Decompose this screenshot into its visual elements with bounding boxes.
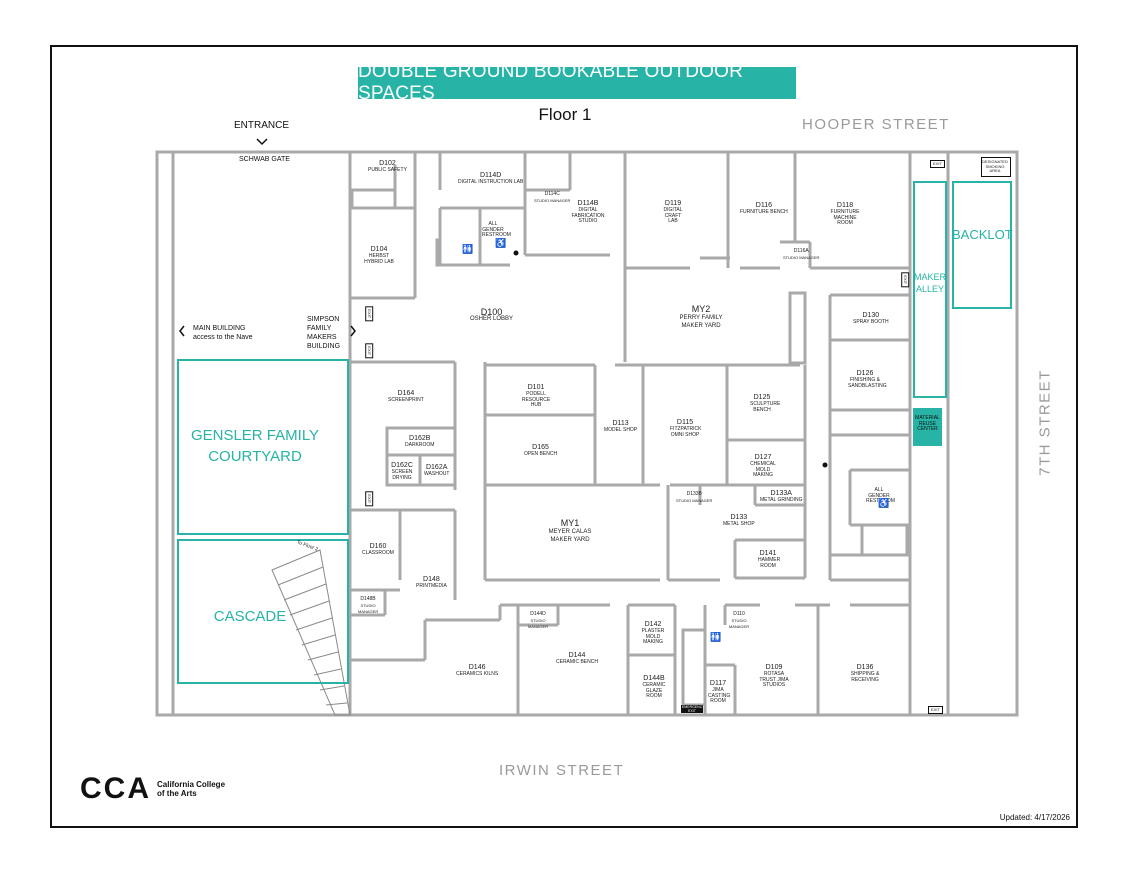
stairs — [788, 291, 807, 365]
cca-logo-mark: CCA — [80, 772, 151, 805]
chevron-down-icon — [256, 138, 268, 146]
cca-logo: CCA California College of the Arts — [80, 772, 225, 806]
maker-alley-box — [913, 181, 947, 398]
courtyard-label: GENSLER FAMILY COURTYARD — [190, 427, 320, 465]
maker-alley-label: MAKER ALLEY — [913, 272, 946, 294]
stairs — [350, 188, 397, 210]
entrance-label: ENTRANCE — [234, 120, 290, 131]
cca-logo-text: California College of the Arts — [157, 780, 226, 798]
chevron-left-icon — [179, 325, 185, 337]
stairs — [435, 238, 442, 267]
courtyard-box — [177, 359, 349, 535]
exit-sign: EXIT — [928, 706, 943, 714]
page-title: DOUBLE GROUND BOOKABLE OUTDOOR SPACES — [358, 61, 796, 104]
stairs — [860, 523, 909, 557]
smoking-area-box — [981, 157, 1011, 177]
simpson-label: SIMPSON FAMILY MAKERS BUILDING — [307, 316, 341, 350]
restroom-icon: 🚻 — [710, 632, 722, 642]
backlot-label: BACKLOT — [952, 227, 1013, 242]
cascade-box — [177, 539, 349, 684]
wheelchair-icon: ♿ — [878, 498, 890, 508]
street-south: IRWIN STREET — [499, 762, 625, 779]
gate-label: SCHWAB GATE — [239, 156, 290, 163]
updated-date: Updated: 4/17/2026 — [999, 813, 1070, 822]
material-reuse-label: MATERIAL REUSE CENTER — [915, 415, 940, 432]
building-outline — [155, 150, 1019, 717]
smoking-area-label: DESIGNATED SMOKING AREA — [982, 159, 1008, 173]
floor-label: Floor 1 — [538, 105, 592, 124]
exit-sign: EXIT — [365, 343, 374, 359]
map-frame — [50, 45, 1078, 828]
water-icon — [513, 250, 519, 256]
water-icon — [822, 462, 828, 468]
emergency-exit-sign: EMERGENCY EXIT — [681, 705, 705, 713]
backlot-box — [952, 181, 1012, 309]
restroom-south: ALL GENDER RESTROOM — [866, 487, 895, 504]
exit-sign: EXIT — [365, 306, 374, 322]
exit-sign: EXIT — [930, 160, 945, 168]
wheelchair-icon: ♿ — [495, 238, 507, 248]
cascade-label: CASCADE — [213, 608, 287, 625]
chevron-right-icon — [350, 325, 356, 337]
exit-sign: EXIT — [901, 272, 910, 288]
restroom-north: ALL GENDER RESTROOM — [482, 221, 511, 238]
material-reuse-box — [913, 408, 942, 446]
street-north: HOOPER STREET — [802, 116, 950, 133]
stairs — [681, 628, 707, 707]
restroom-icon: 🚻 — [462, 244, 474, 254]
cascade-stairs — [271, 549, 351, 716]
main-building-label: MAIN BUILDING access to the Nave — [193, 325, 253, 341]
exit-sign: EXIT — [365, 491, 374, 507]
